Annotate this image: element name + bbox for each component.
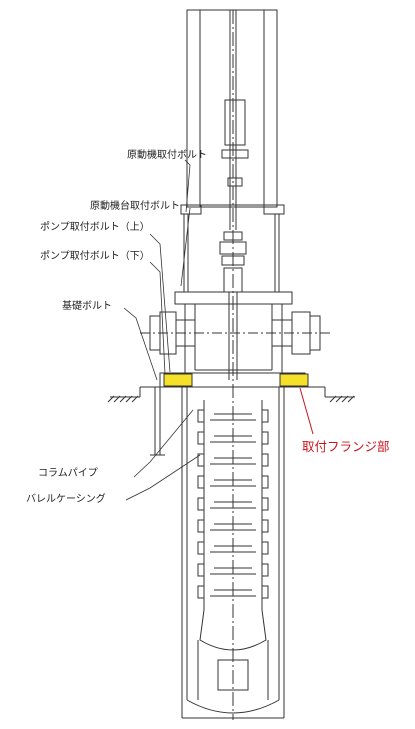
- red-leader: [299, 387, 314, 435]
- label-motor-base-mounting-bolt: 原動機台取付ボルト: [90, 201, 180, 212]
- discharge-head: [140, 291, 330, 371]
- label-mounting-flange: 取付フランジ部: [302, 439, 390, 454]
- motor-base-flange: [180, 204, 285, 292]
- label-column-pipe: コラムパイプ: [38, 468, 98, 479]
- barrel-casing: [181, 387, 285, 719]
- label-pump-mounting-bolt-upper: ポンプ取付ボルト（上）: [40, 222, 150, 233]
- label-barrel-casing: バレルケーシング: [26, 494, 106, 505]
- label-foundation-bolt: 基礎ボルト: [62, 301, 112, 312]
- label-motor-mounting-bolt: 原動機取付ボルト: [127, 150, 207, 161]
- flange-highlights: [163, 373, 309, 387]
- pump-stages: [197, 400, 269, 700]
- motor-housing: [186, 9, 278, 720]
- leader-lines: [123, 159, 201, 501]
- foundation: [107, 386, 355, 456]
- label-pump-mounting-bolt-lower: ポンプ取付ボルト（下）: [40, 251, 150, 262]
